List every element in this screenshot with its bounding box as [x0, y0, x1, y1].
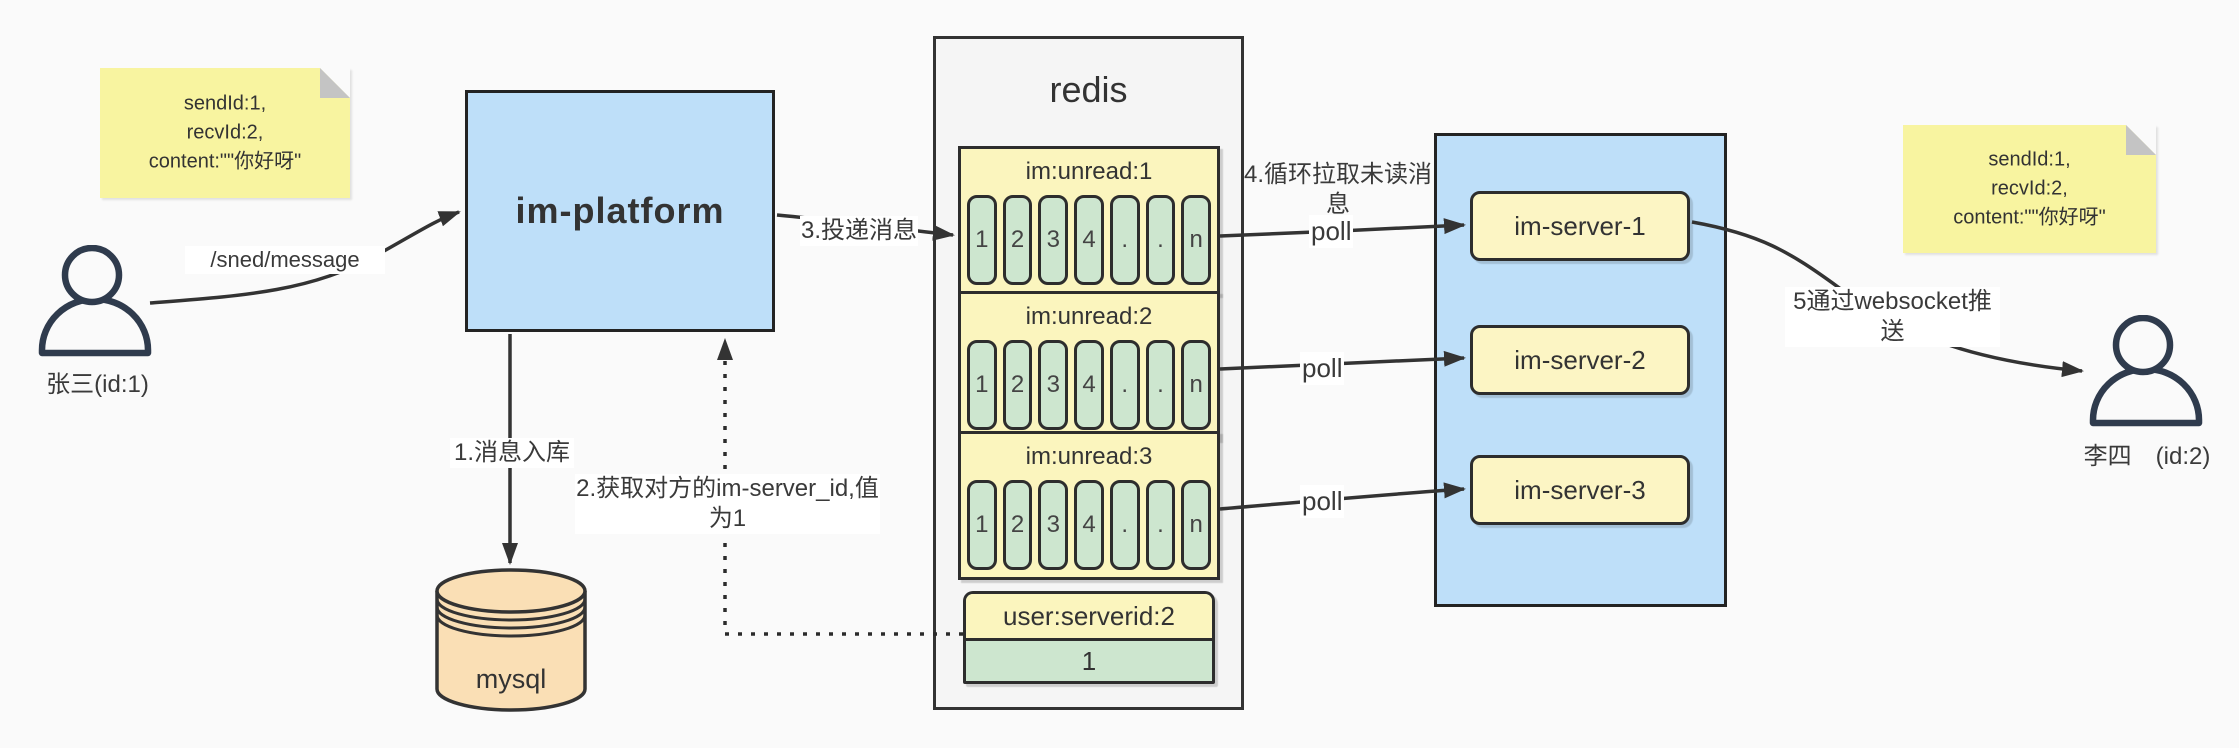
- unread-cell: .: [1145, 195, 1176, 285]
- unread-cell: .: [1109, 480, 1140, 570]
- edge-label-step5: 5通过websocket推送: [1785, 287, 2000, 347]
- sender-label: 张三(id:1): [46, 371, 149, 398]
- unread-list-title: im:unread:2: [1025, 303, 1153, 330]
- im-server-group[interactable]: im-server-1 im-server-2 im-server-3: [1434, 133, 1727, 607]
- unread-cell: n: [1181, 195, 1212, 285]
- unread-cells: 1 2 3 4 . . n: [961, 480, 1217, 577]
- unread-cell: .: [1145, 340, 1176, 430]
- user-person-icon[interactable]: [2089, 315, 2203, 427]
- note-line: recvId:2,: [186, 121, 264, 144]
- unread-cell: 1: [967, 480, 997, 570]
- unread-cell: 2: [1002, 480, 1033, 570]
- unread-cell: 1: [967, 195, 997, 285]
- unread-cell: n: [1181, 480, 1212, 570]
- unread-cell: 3: [1038, 340, 1069, 430]
- unread-cell: .: [1145, 480, 1176, 570]
- redis-title: redis: [1049, 69, 1128, 110]
- note-line: content:""你好呀": [148, 150, 302, 173]
- note-line: sendId:1,: [1988, 148, 2071, 171]
- unread-cells: 1 2 3 4 . . n: [961, 340, 1217, 437]
- edge-label-send: /sned/message: [185, 246, 385, 274]
- user-serverid-title: user:serverid:2: [966, 594, 1212, 641]
- mysql-label: mysql: [476, 664, 547, 694]
- edge-label-poll-2: poll: [1300, 352, 1345, 385]
- edge-label-step4: 4.循环拉取未读消息: [1243, 161, 1432, 218]
- unread-cell: 4: [1074, 480, 1104, 570]
- note-fold-icon: [320, 68, 350, 98]
- user-serverid-block[interactable]: user:serverid:2 1: [963, 591, 1215, 684]
- note-line: recvId:2,: [1991, 177, 2068, 200]
- note-line: content:""你好呀": [1953, 206, 2106, 229]
- receiver-label: 李四 (id:2): [2083, 443, 2211, 470]
- edge-label-poll-3: poll: [1300, 485, 1345, 518]
- user-serverid-value: 1: [1081, 646, 1097, 676]
- sticky-note-right[interactable]: sendId:1, recvId:2, content:""你好呀": [1903, 125, 2156, 253]
- edge-label-poll-1: poll: [1309, 215, 1354, 248]
- unread-list-title: im:unread:1: [1025, 158, 1153, 185]
- im-platform-label: im-platform: [515, 190, 725, 231]
- unread-cell: .: [1109, 340, 1140, 430]
- edge-label-step1: 1.消息入库: [450, 438, 574, 468]
- edge-label-step3: 3.投递消息: [800, 216, 918, 246]
- redis-container[interactable]: redis im:unread:1 1 2 3 4 . . n im:unrea…: [933, 36, 1244, 710]
- note-text: sendId:1, recvId:2, content:""你好呀": [1903, 146, 2156, 233]
- unread-cell: .: [1109, 195, 1140, 285]
- unread-list-3[interactable]: im:unread:3 1 2 3 4 . . n: [958, 431, 1220, 580]
- user-person-icon[interactable]: [38, 245, 152, 357]
- unread-cell: 3: [1038, 195, 1069, 285]
- note-line: sendId:1,: [183, 92, 267, 115]
- unread-list-2[interactable]: im:unread:2 1 2 3 4 . . n: [958, 291, 1220, 440]
- sticky-note-left[interactable]: sendId:1, recvId:2, content:""你好呀": [100, 68, 350, 198]
- unread-cell: 1: [967, 340, 997, 430]
- unread-cells: 1 2 3 4 . . n: [961, 195, 1217, 292]
- unread-cell: 2: [1002, 195, 1033, 285]
- unread-list-1[interactable]: im:unread:1 1 2 3 4 . . n: [958, 146, 1220, 295]
- note-text: sendId:1, recvId:2, content:""你好呀": [100, 90, 350, 177]
- unread-cell: 4: [1074, 195, 1104, 285]
- note-fold-icon: [2126, 125, 2156, 155]
- unread-cell: 3: [1038, 480, 1069, 570]
- unread-cell: 2: [1002, 340, 1033, 430]
- unread-cell: 4: [1074, 340, 1104, 430]
- im-platform-node[interactable]: im-platform: [465, 90, 775, 332]
- unread-cell: n: [1181, 340, 1212, 430]
- mysql-database-cylinder[interactable]: mysql: [431, 566, 591, 716]
- unread-list-title: im:unread:3: [1025, 443, 1153, 470]
- edge-label-step2: 2.获取对方的im-server_id,值为1: [575, 474, 880, 534]
- im-server-2-node[interactable]: im-server-2: [1470, 325, 1690, 395]
- im-server-1-node[interactable]: im-server-1: [1470, 191, 1690, 261]
- im-server-3-node[interactable]: im-server-3: [1470, 455, 1690, 525]
